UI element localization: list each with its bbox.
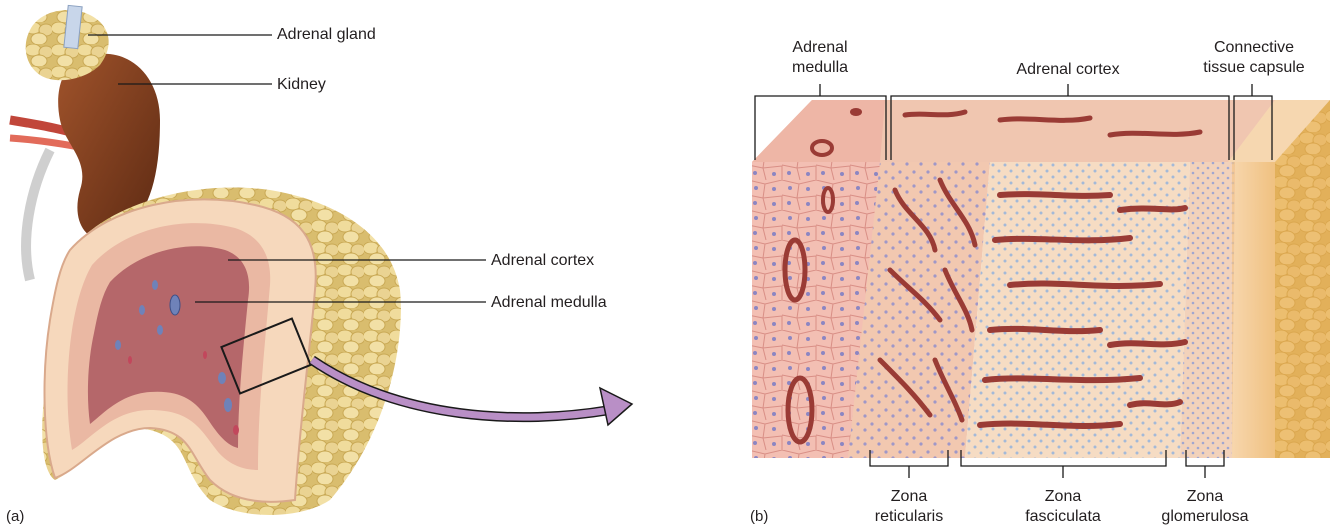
label-capsule-line2: tissue capsule	[1203, 58, 1304, 77]
label-capsule-line1: Connective	[1214, 38, 1294, 57]
label-adrenal-medulla-b-line2: medulla	[792, 58, 848, 77]
panel-letter-a: (a)	[6, 508, 24, 525]
label-adrenal-medulla-a: Adrenal medulla	[491, 293, 607, 312]
zoom-arrow-head	[600, 388, 632, 425]
label-adrenal-cortex-a: Adrenal cortex	[491, 251, 594, 270]
label-zona-reticularis-line1: Zona	[891, 487, 927, 506]
label-kidney: Kidney	[277, 75, 326, 94]
capsule-tissue	[1232, 162, 1275, 458]
label-zona-glomerulosa-line2: glomerulosa	[1161, 507, 1248, 526]
medulla-tissue	[752, 162, 852, 458]
label-adrenal-cortex-b: Adrenal cortex	[1016, 60, 1119, 79]
panel-b-illustration	[752, 84, 1330, 478]
label-zona-fasciculata-line1: Zona	[1045, 487, 1081, 506]
panel-letter-b: (b)	[750, 508, 768, 525]
ureter	[26, 150, 50, 280]
label-zona-reticularis-line2: reticularis	[875, 507, 943, 526]
label-adrenal-gland: Adrenal gland	[277, 25, 376, 44]
label-zona-fasciculata-line2: fasciculata	[1025, 507, 1101, 526]
label-adrenal-medulla-b-line1: Adrenal	[792, 38, 847, 57]
label-zona-glomerulosa-line1: Zona	[1187, 487, 1223, 506]
